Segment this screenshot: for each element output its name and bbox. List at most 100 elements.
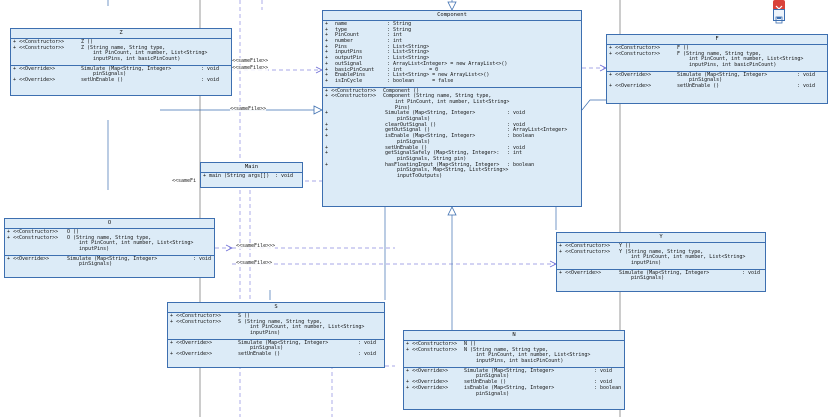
stereotype: <<Constructor>> [565,243,611,249]
override-section: +<<Override>>Simulate (Map<String, Integ… [404,368,624,399]
visibility-marker: + [325,26,329,33]
member-name: Pins [335,43,348,50]
member-row: +Pins: List<String> [323,43,581,51]
stereotype: <<Override>> [13,255,50,262]
member-type: : List<String> = new ArrayList<>() [387,72,490,79]
override-section: +<<Override>>Simulate (Map<String, Integ… [168,340,384,360]
class-main[interactable]: Main+main (String args[]): void [200,162,303,188]
member-row: +<<Constructor>>N (String name, String t… [404,346,624,365]
override-section: +<<Override>>Simulate (Map<String, Integ… [607,72,827,92]
member-type: : int [387,32,403,39]
visibility-marker: + [13,65,17,72]
edge-label: <<sameFile>> [232,58,269,64]
class-name: S [168,303,384,313]
class-z[interactable]: Z+<<Constructor>>Z ()+<<Constructor>>Z (… [10,28,232,96]
visibility-marker: + [406,379,410,386]
member-name: F (String name, String type, int PinCoun… [677,50,804,69]
member-row: +isInCycle: boolean = false [323,77,581,85]
visibility-marker: + [170,339,174,346]
visibility-marker: + [7,229,11,235]
member-row: +<<Constructor>>S (String name, String t… [168,318,384,337]
member-type: : List<String> [387,49,430,56]
member-row: +setUnEnable (): void [323,145,581,152]
class-f[interactable]: F+<<Constructor>>F ()+<<Constructor>>F (… [606,34,828,104]
visibility-marker: + [325,161,329,168]
member-row: +<<Override>>Simulate (Map<String, Integ… [404,367,624,380]
member-type: : int [387,38,403,45]
member-row: +<<Constructor>>F () [607,45,827,52]
operations-section: +<<Constructor>>S ()+<<Constructor>>S (S… [168,313,384,340]
class-component[interactable]: Component +name: String+type: String+Pin… [322,10,582,207]
edge-label: <<sameFile>>> [236,243,276,249]
member-row: +isEnable (Map<String, Integer> pinSigna… [323,133,581,145]
class-y[interactable]: Y+<<Constructor>>Y ()+<<Constructor>>Y (… [556,232,766,292]
member-row: +<<Override>>setUnEnable (): void [404,379,624,386]
stereotype: <<Constructor>> [331,93,377,100]
member-name: setUnEnable () [677,83,720,90]
member-name: Simulate (Map<String, Integer> pinSignal… [464,367,555,380]
override-section: +<<Override>> Simulate (Map<String, Integ… [5,256,214,270]
member-name: Simulate (Map<String, Integer> pinSignal… [67,255,158,268]
override-section: +<<Override>>Simulate (Map<String, Integ… [11,66,231,86]
class-name: Z [11,29,231,39]
member-type: : boolean = false [387,77,454,84]
operations-section: +<<Constructor>>O ()+<<Constructor>>O (S… [5,229,214,256]
member-name: isEnable (Map<String, Integer> pinSignal… [464,384,555,397]
member-row: +clearOutSignal (): void [323,122,581,129]
class-n[interactable]: N+<<Constructor>>N ()+<<Constructor>>N (… [403,330,625,410]
stereotype: <<Override>> [19,65,56,72]
member-type: : void [201,65,220,72]
visibility-marker: + [325,38,329,45]
member-row: +Simulate (Map<String, Integer> pinSigna… [323,110,581,122]
visibility-marker: + [325,66,329,73]
class-o[interactable]: O+<<Constructor>>O ()+<<Constructor>>O (… [4,218,215,278]
visibility-marker: + [325,127,329,134]
generalization-line [581,99,606,111]
stereotype: <<Constructor>> [331,87,377,94]
member-row: +inputPins: List<String> [323,50,581,56]
member-name: name [335,21,348,27]
visibility-marker: + [7,255,11,262]
save-icon[interactable] [773,9,785,24]
member-type: : int [507,150,523,157]
visibility-marker: + [406,346,410,353]
member-row: +name: String [323,21,581,28]
stereotype: <<Constructor>> [615,50,661,57]
member-row: + hasFloatingInput (Map<String, Integer> … [323,161,581,180]
member-row: +<<Override>>Simulate (Map<String, Integ… [11,65,231,78]
visibility-marker: + [170,313,174,319]
member-name: outSignal [335,60,363,67]
stereotype: <<Constructor>> [176,313,222,319]
edge-label: <<sameFile>> [232,65,269,71]
member-name: EnablePins [335,72,366,79]
member-name: O () [67,229,80,235]
member-name: Y () [619,243,632,249]
member-row: +number: int [323,38,581,45]
member-name: setUnEnable () [238,351,281,358]
edge-label: <<sameFile>> [230,106,267,112]
member-type: : List<String> [387,55,430,62]
member-type: : void [358,339,377,346]
member-name: N (String name, String type, int PinCoun… [464,346,591,365]
member-name: basicPinCount [335,66,375,73]
operations-section: +<<Constructor>>Component ()+<<Construct… [323,88,581,182]
class-name: N [404,331,624,341]
visibility-marker: + [609,50,613,57]
member-row: +<<Constructor>>N () [404,341,624,348]
operations-section: +<<Constructor>>F ()+<<Constructor>> F (S… [607,45,827,72]
visibility-marker: + [170,351,174,358]
stereotype: <<Constructor>> [176,318,222,325]
member-name: setUnEnable () [464,379,507,386]
visibility-marker: + [325,43,329,50]
member-type: : String [387,21,412,27]
member-name: F () [677,45,690,51]
visibility-marker: + [325,93,329,100]
class-name: Y [557,233,765,243]
member-row: +<<Override>>Simulate (Map<String, Integ… [557,270,765,282]
class-s[interactable]: S+<<Constructor>>S ()+<<Constructor>>S (… [167,302,385,368]
member-name: hasFloatingInput (Map<String, Integer> p… [385,161,509,179]
attributes-section: +name: String+type: String+PinCount: int… [323,21,581,88]
member-row: +<<Constructor>>Component () [323,87,581,95]
member-row: +<<Constructor>>Z () [11,39,231,46]
visibility-marker: + [203,173,207,179]
